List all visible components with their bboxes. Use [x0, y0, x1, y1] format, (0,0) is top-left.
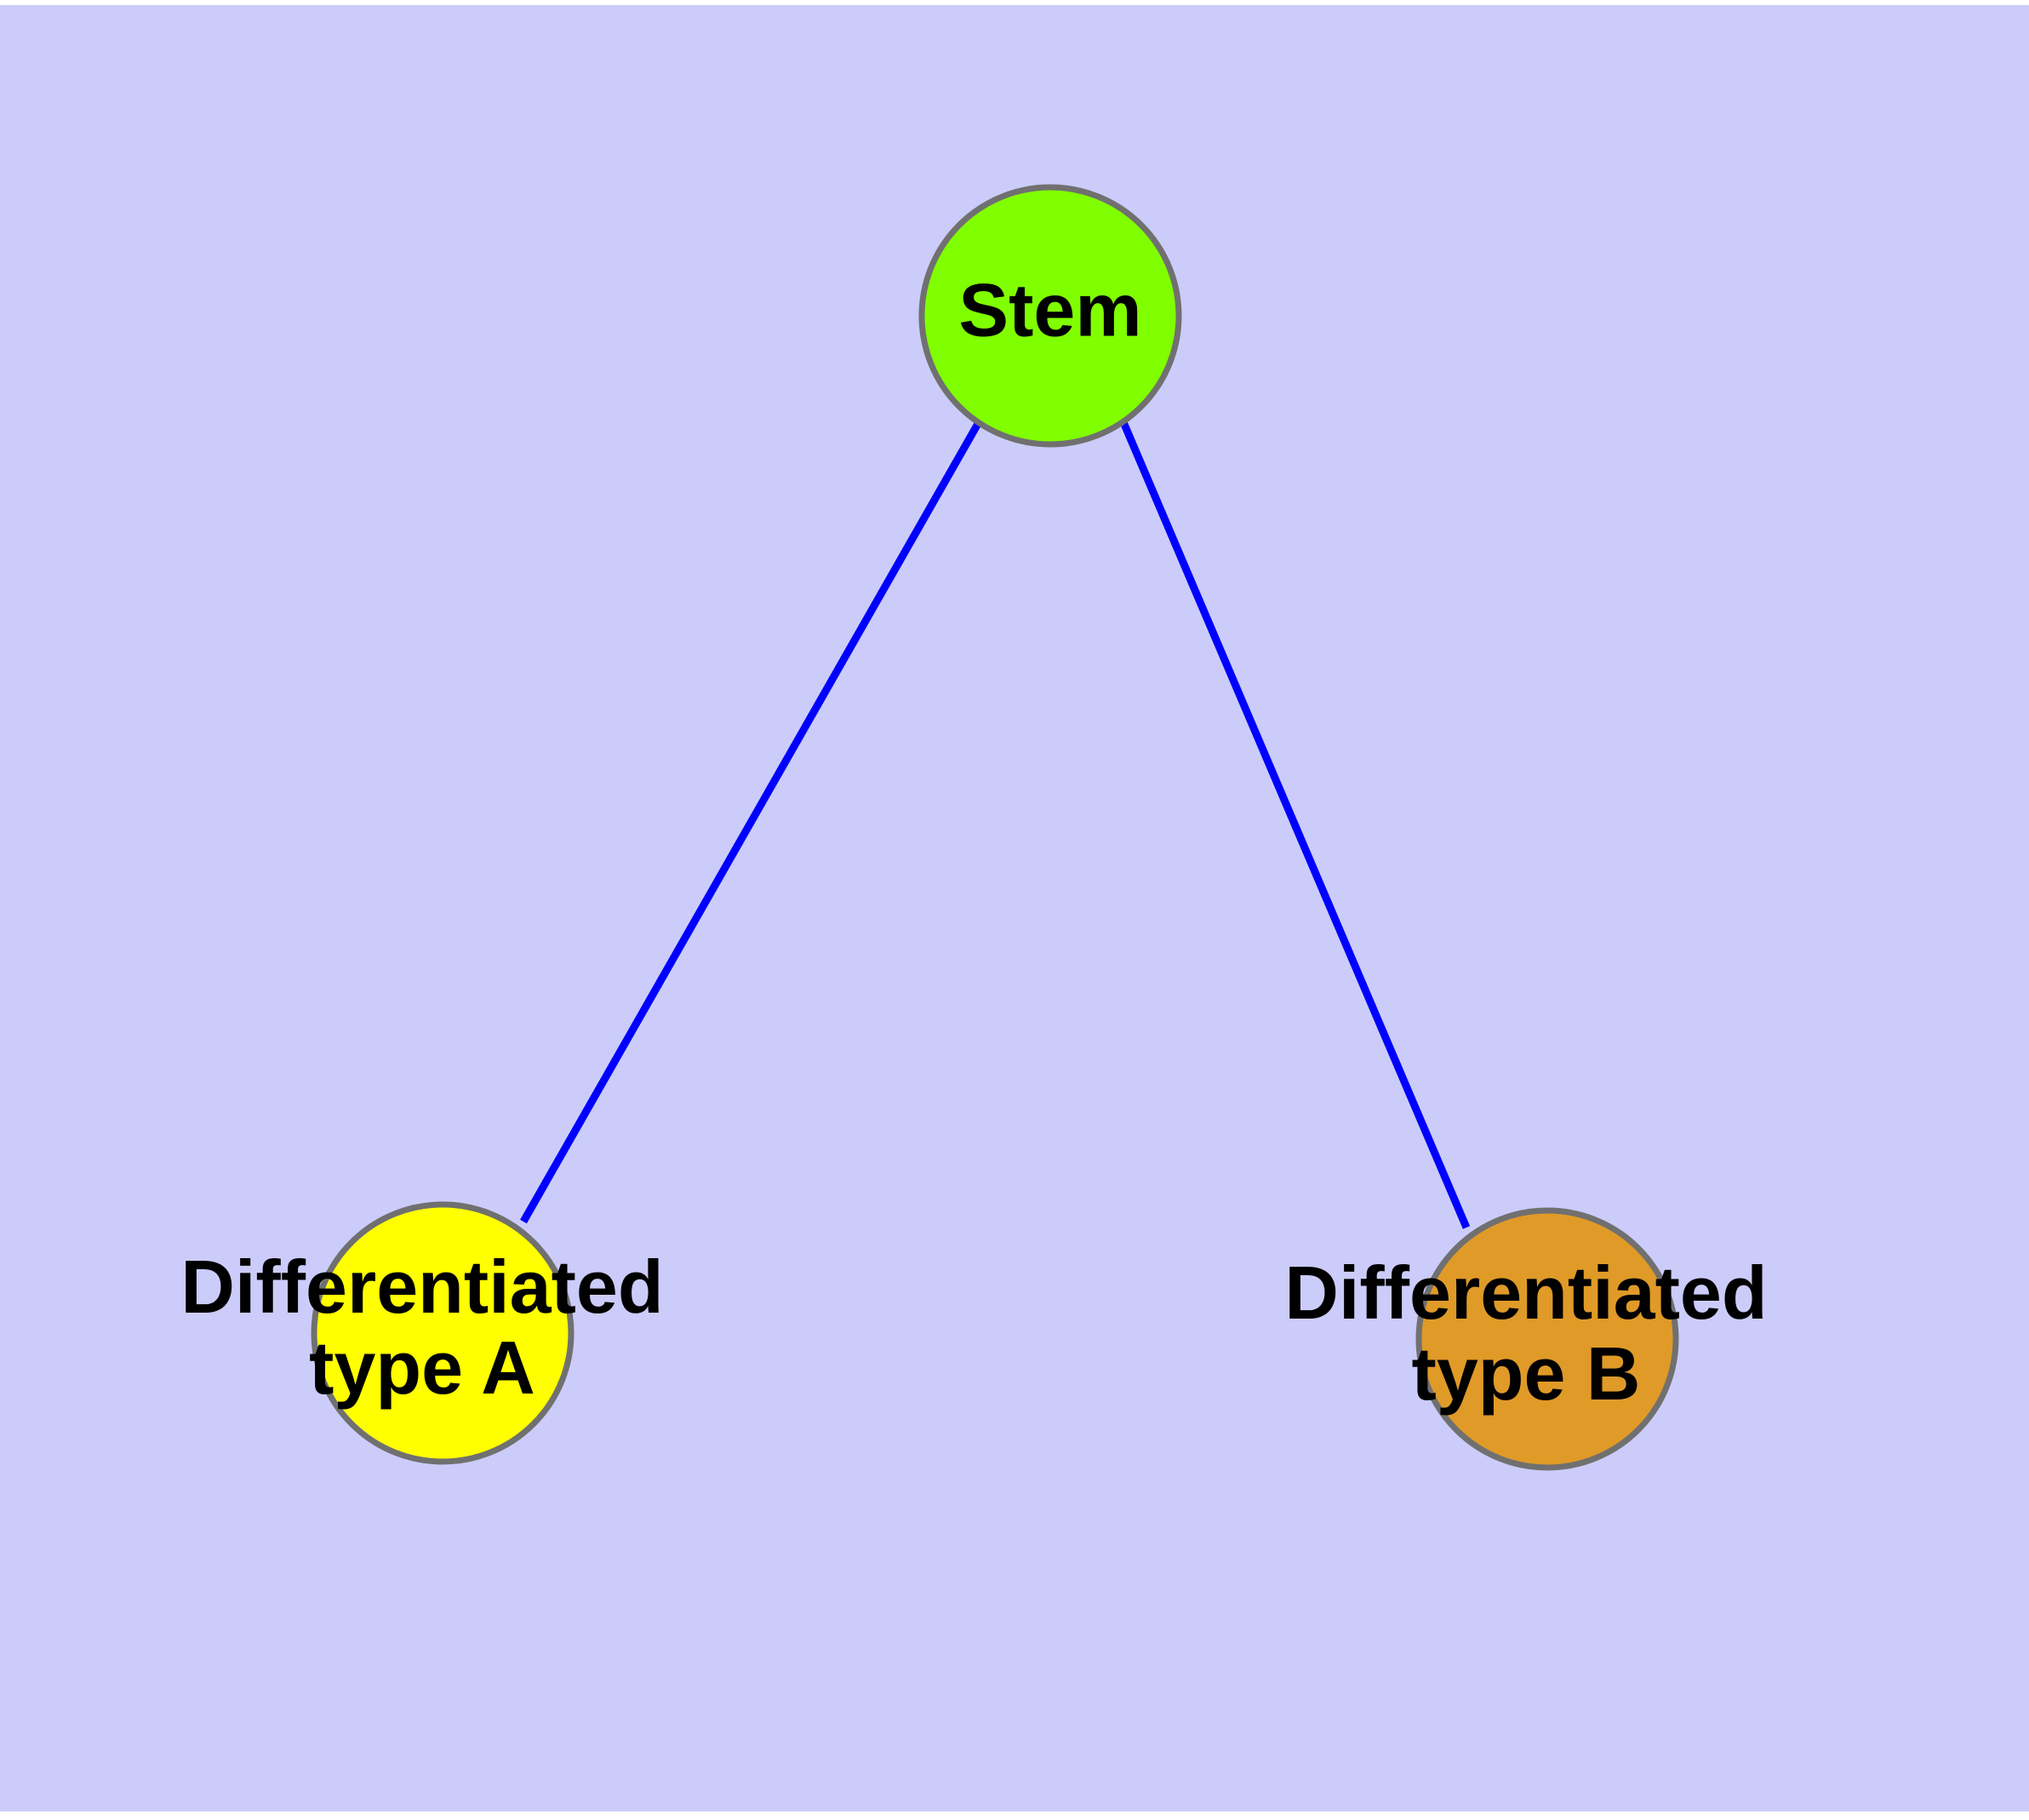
edge-stem-to-differentiated-type-a[interactable]: [520, 420, 982, 1224]
edges-group: [520, 420, 1471, 1229]
node-label-differentiated-type-a-line2: type A: [309, 1325, 535, 1410]
node-stem[interactable]: [918, 184, 1182, 448]
node-differentiated-type-a[interactable]: [311, 1201, 574, 1465]
node-label-differentiated-type-b-line1: Differentiated: [1284, 1251, 1767, 1335]
labels-group: Stem Differentiated type A Differentiate…: [180, 267, 1767, 1416]
node-differentiated-type-b[interactable]: [1415, 1207, 1679, 1471]
node-label-differentiated-type-a-line1: Differentiated: [180, 1245, 663, 1329]
node-label-differentiated-type-b-line2: type B: [1412, 1331, 1641, 1416]
nodes-group: [311, 184, 1679, 1471]
edge-stem-to-differentiated-type-b[interactable]: [1119, 421, 1471, 1229]
node-label-stem: Stem: [958, 267, 1141, 352]
